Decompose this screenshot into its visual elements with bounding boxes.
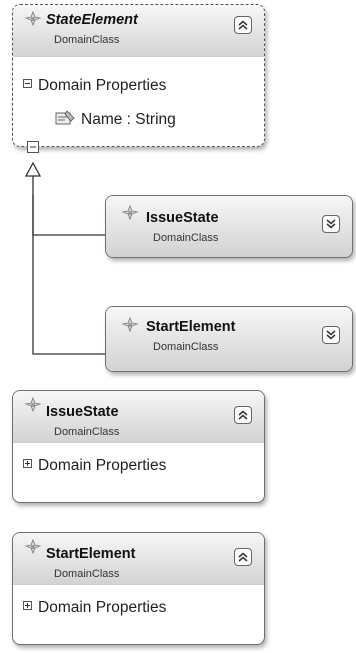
- class-title: IssueState: [146, 210, 219, 226]
- inheritance-line-startelement: [32, 195, 110, 355]
- property-row[interactable]: Name : String: [55, 110, 176, 129]
- property-label: Name : String: [81, 111, 176, 128]
- domain-class-icon: [24, 10, 42, 27]
- minus-box-icon[interactable]: [23, 79, 32, 89]
- class-header: IssueState DomainClass: [13, 391, 264, 443]
- class-header: IssueState DomainClass: [106, 196, 352, 257]
- issuestate-detail-shape[interactable]: IssueState DomainClass Domain Properties: [12, 390, 265, 503]
- plus-box-icon[interactable]: [23, 601, 32, 611]
- chevron-up-double-icon[interactable]: [234, 548, 252, 566]
- class-title: StartElement: [46, 546, 136, 562]
- inheritance-arrowhead: [24, 161, 42, 177]
- domain-properties-compartment[interactable]: Domain Properties: [23, 599, 166, 617]
- class-title: StateElement: [46, 12, 138, 28]
- chevron-down-double-icon[interactable]: [322, 215, 340, 233]
- class-header: StartElement DomainClass: [106, 307, 352, 371]
- class-kind: DomainClass: [54, 426, 120, 438]
- class-kind: DomainClass: [54, 568, 120, 580]
- domain-properties-compartment[interactable]: Domain Properties: [23, 457, 166, 475]
- startelement-detail-shape[interactable]: StartElement DomainClass Domain Properti…: [12, 532, 265, 645]
- issuestate-class-shape[interactable]: IssueState DomainClass: [105, 195, 353, 258]
- chevron-up-double-icon[interactable]: [234, 406, 252, 424]
- class-kind: DomainClass: [153, 341, 219, 353]
- domain-class-icon: [121, 204, 139, 221]
- class-title: IssueState: [46, 404, 119, 420]
- compartment-label: Domain Properties: [38, 77, 167, 94]
- class-header: StartElement DomainClass: [13, 533, 264, 585]
- class-title: StartElement: [146, 319, 236, 335]
- domain-properties-compartment[interactable]: Domain Properties: [23, 77, 166, 95]
- domain-class-icon: [121, 316, 139, 333]
- domain-class-icon: [24, 538, 42, 555]
- domain-class-icon: [24, 396, 42, 413]
- plus-box-icon[interactable]: [23, 459, 32, 469]
- class-kind: DomainClass: [54, 34, 120, 46]
- property-icon: [55, 110, 75, 125]
- inheritance-line-issuestate: [32, 195, 110, 236]
- startelement-class-shape[interactable]: StartElement DomainClass: [105, 306, 353, 372]
- class-header: StateElement DomainClass: [13, 5, 264, 57]
- compartment-label: Domain Properties: [38, 599, 167, 616]
- chevron-down-double-icon[interactable]: [322, 326, 340, 344]
- class-kind: DomainClass: [153, 232, 219, 244]
- tree-collapse-box[interactable]: [27, 141, 39, 153]
- compartment-label: Domain Properties: [38, 457, 167, 474]
- stateelement-class-shape[interactable]: StateElement DomainClass Domain Properti…: [12, 4, 265, 147]
- chevron-up-double-icon[interactable]: [234, 16, 252, 34]
